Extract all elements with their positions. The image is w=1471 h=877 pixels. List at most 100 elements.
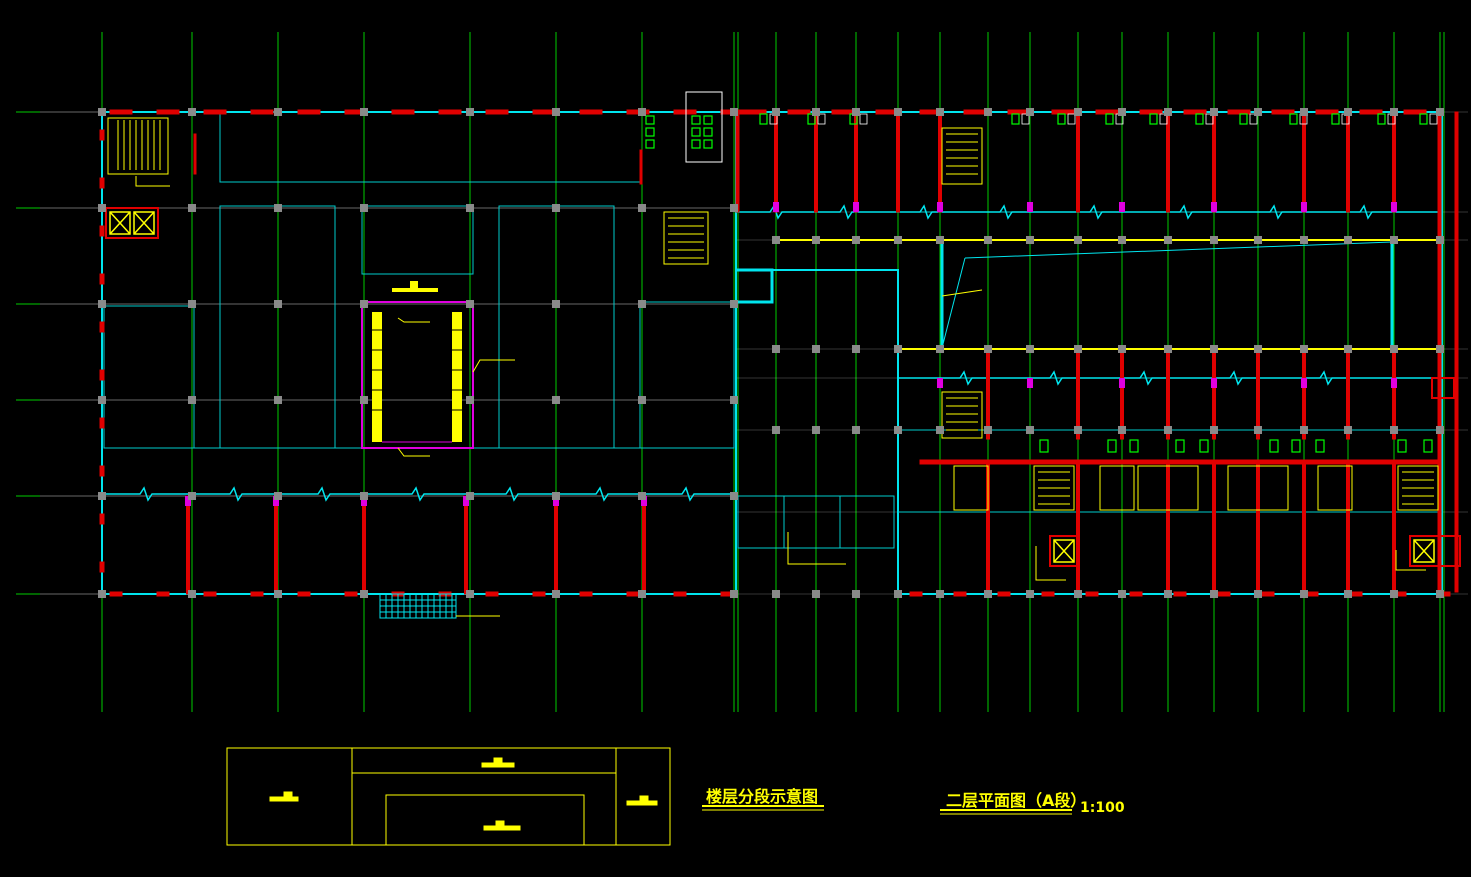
sanitary-fixture [703,127,713,137]
column [1074,426,1082,434]
column [98,300,106,308]
column [772,426,780,434]
window-mark [99,369,105,381]
column [1118,426,1126,434]
column [466,204,474,212]
partition-wall [1212,348,1216,440]
column [1300,590,1308,598]
column [274,204,282,212]
partition-wall [1076,459,1080,595]
window-mark [485,109,509,115]
column [1344,345,1352,353]
partitions [99,109,1459,597]
sanitary-fixture [1423,439,1433,453]
column [188,300,196,308]
window-mark [963,109,987,115]
window-mark [99,321,105,333]
column [852,236,860,244]
partition-wall [1302,459,1306,595]
column [1436,108,1444,116]
window-mark [626,591,640,597]
partition-wall [1076,348,1080,440]
column [730,300,738,308]
column [812,108,820,116]
partition-wall [1392,459,1396,595]
window-mark [1227,109,1251,115]
column [1026,236,1034,244]
column [1074,345,1082,353]
door-mark [1211,202,1217,212]
sanitary-fixture [1239,113,1248,125]
column [466,108,474,116]
partition-wall [1076,111,1080,213]
window-mark [344,591,358,597]
window-mark [203,591,217,597]
window-mark [109,109,133,115]
column [1436,236,1444,244]
partition-wall [1346,111,1350,213]
partition-wall [1302,348,1306,440]
column [1074,590,1082,598]
column [1300,426,1308,434]
partition-wall [938,111,942,213]
column [638,108,646,116]
segment-schematic [226,747,671,846]
column [1254,590,1262,598]
partition-wall [186,495,190,595]
door-mark [641,496,647,506]
partition-wall [1166,459,1170,595]
window-mark [1359,109,1383,115]
columns [98,108,1444,598]
window-mark [485,591,499,597]
column [1344,590,1352,598]
window-mark [1315,109,1339,115]
window-mark [99,465,105,477]
partition-wall [854,111,858,213]
column [1254,426,1262,434]
escalator-block [361,281,515,449]
window-mark [743,109,767,115]
elevator-frames [105,207,1461,567]
door-mark [1119,202,1125,212]
door-mark [937,202,943,212]
column [852,426,860,434]
column [188,108,196,116]
window-mark [99,177,105,189]
window-mark [532,591,546,597]
column [852,590,860,598]
sanitary-fixture [1419,113,1428,125]
partition-wall [1302,111,1306,213]
window-mark [673,591,687,597]
door-mark [1027,202,1033,212]
column [360,300,368,308]
window-mark [438,109,462,115]
sanitary-fixture [1039,439,1049,453]
window-mark [297,109,321,115]
column [1300,236,1308,244]
sanitary-fixture [703,139,713,149]
column [98,492,106,500]
door-mark [1391,202,1397,212]
sanitary-fixture [1107,439,1117,453]
column [1300,108,1308,116]
door-mark [463,496,469,506]
column [274,396,282,404]
segment-diagram-title: 楼层分段示意图 [706,787,818,806]
column [1254,236,1262,244]
window-mark [109,591,123,597]
column [936,345,944,353]
column [894,426,902,434]
column [466,396,474,404]
window-mark [156,109,180,115]
window-mark [1217,591,1231,597]
sanitary-fixture [807,113,816,125]
sanitary-fixture [1149,113,1158,125]
partition-wall [554,495,558,595]
column [1344,108,1352,116]
column [772,590,780,598]
column [812,426,820,434]
sanitary-fixture [645,127,655,137]
sanitary-fixture [1291,439,1301,453]
column [1344,426,1352,434]
column [984,590,992,598]
